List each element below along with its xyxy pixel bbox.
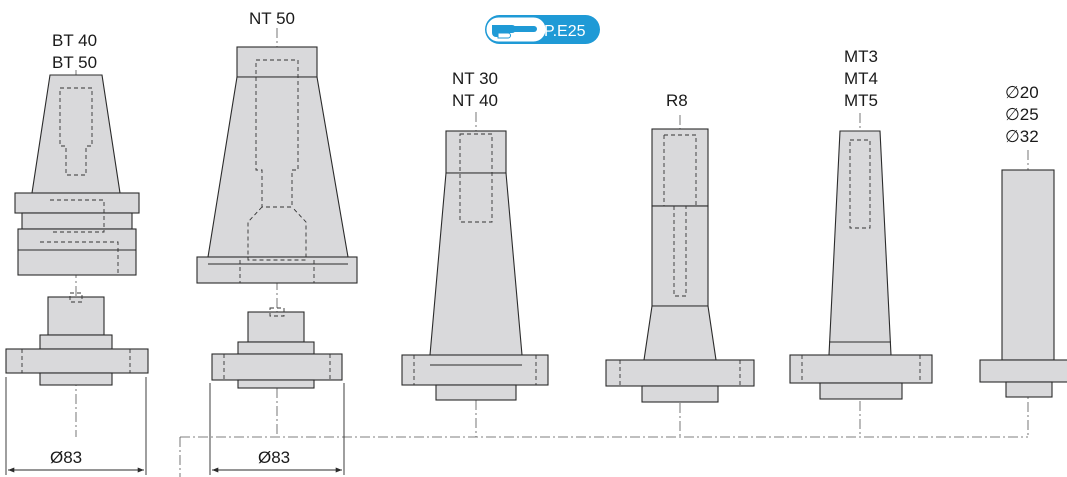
dimension-right-value: Ø83 [258,448,290,467]
label-d25: ∅25 [1005,105,1039,124]
label-bt40: BT 40 [52,31,97,50]
dimension-right: Ø83 [209,383,345,475]
reference-page-button[interactable]: P.E25 [485,15,600,44]
label-nt50: NT 50 [249,9,295,28]
straight-shank-holder [979,150,1067,437]
label-nt30: NT 30 [452,69,498,88]
label-mt3: MT3 [844,47,878,66]
label-r8: R8 [666,91,688,110]
nt30-holder [401,112,549,437]
label-nt40: NT 40 [452,91,498,110]
label-d20: ∅20 [1005,83,1039,102]
reference-page-label: P.E25 [544,23,586,40]
dimension-left-value: Ø83 [50,448,82,467]
pointing-hand-icon [492,25,537,39]
label-mt5: MT5 [844,91,878,110]
label-bt50: BT 50 [52,53,97,72]
label-mt4: MT4 [844,69,878,88]
bt-holder [5,70,149,437]
r8-holder [605,115,755,437]
nt50-holder [196,28,358,437]
dimension-left: Ø83 [5,377,147,475]
label-d32: ∅32 [1005,127,1039,146]
morse-taper-holder [789,113,933,437]
